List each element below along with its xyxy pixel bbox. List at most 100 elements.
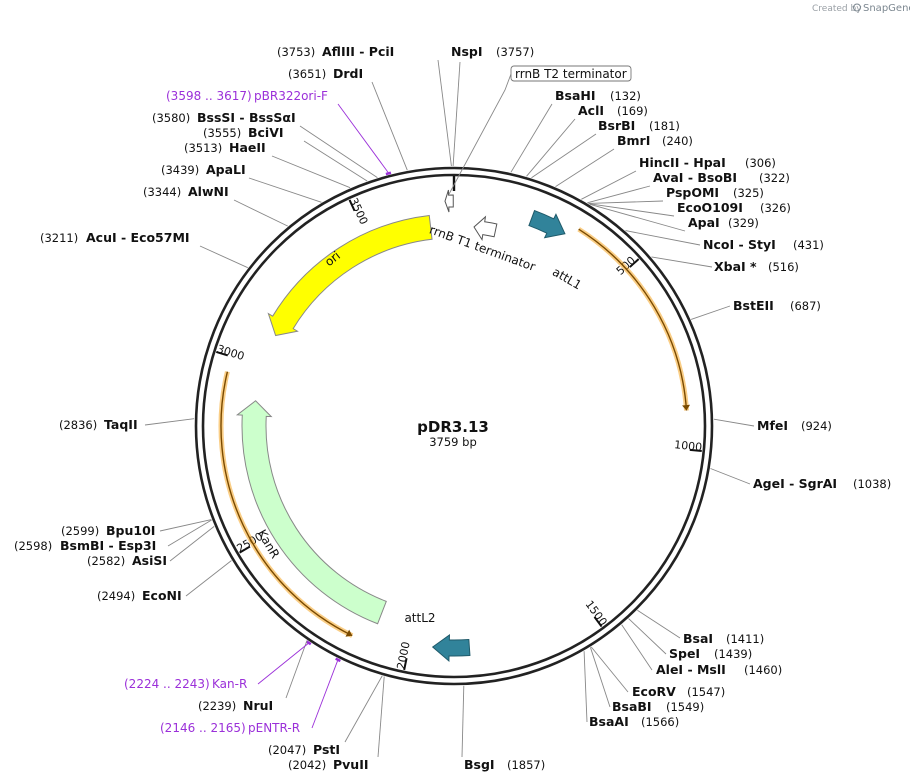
site-position: (1411) [726, 632, 764, 646]
site-label-haeii[interactable]: (3513) HaeII [184, 140, 266, 155]
site-label-bcivi[interactable]: (3555) BciVI [203, 125, 284, 140]
site-leader-line [590, 646, 629, 693]
site-leader-line [285, 640, 308, 699]
feature-arrow-attl1[interactable] [528, 209, 566, 239]
site-leader-line [625, 230, 701, 246]
site-position: (325) [733, 186, 764, 200]
site-label-bsaai[interactable]: BsaAI (1566) [589, 714, 679, 729]
feature-arrow-kanr[interactable] [235, 400, 387, 625]
site-label-alwni[interactable]: (3344) AlwNI [143, 184, 229, 199]
credit-prefix: Created by [812, 4, 862, 14]
site-name: SpeI [669, 646, 700, 661]
site-label-nspi[interactable]: NspI (3757) [451, 44, 534, 59]
site-leader-line [581, 170, 637, 200]
site-leader-line [589, 647, 611, 708]
site-leader-line [510, 103, 553, 173]
tick-label: 3500 [347, 196, 371, 227]
feature-arrow-ori[interactable] [267, 214, 433, 337]
site-label-hincii-hpai[interactable]: HincII - HpaI (306) [639, 155, 776, 170]
site-leader-line [159, 519, 212, 532]
credit-brand: SnapGene [863, 3, 910, 14]
primer-mark[interactable] [335, 657, 341, 663]
site-label-xbai[interactable]: XbaI * (516) [714, 259, 799, 274]
site-label-pvuii[interactable]: (2042) PvuII [288, 757, 369, 772]
feature-arrow-attl2[interactable] [431, 633, 471, 663]
site-position: (3211) [40, 231, 78, 245]
feature-label-attl1: attL1 [550, 265, 584, 293]
site-name: EcoO109I [677, 200, 743, 215]
feature-arrow-rrnb-t2[interactable] [444, 189, 454, 213]
site-position: (1566) [641, 715, 679, 729]
primer-leader-line [311, 660, 339, 729]
site-name: BsaI [683, 631, 713, 646]
site-label-acli[interactable]: AclI (169) [578, 103, 648, 118]
site-label-taqii[interactable]: (2836) TaqII [59, 417, 138, 432]
site-label-ecorv[interactable]: EcoRV (1547) [632, 684, 725, 699]
site-leader-line [588, 203, 675, 217]
orf-arc-glow [577, 227, 689, 411]
primer-label-pbr322ori-f[interactable]: (3598 .. 3617) pBR322ori-F [166, 89, 328, 103]
site-name: HaeII [229, 140, 266, 155]
site-label-acui-eco57mi[interactable]: (3211) AcuI - Eco57MI [40, 230, 190, 245]
site-label-econi[interactable]: (2494) EcoNI [97, 588, 182, 603]
site-name: NspI [451, 44, 483, 59]
site-label-nrui[interactable]: (2239) NruI [198, 698, 273, 713]
primer-label-kan-r[interactable]: (2224 .. 2243) Kan-R [124, 677, 247, 691]
primer-mark[interactable] [305, 640, 312, 646]
site-leader-line [621, 624, 653, 671]
site-position: (2582) [87, 554, 125, 568]
site-label-ecoo109i[interactable]: EcoO109I (326) [677, 200, 791, 215]
site-label-spei[interactable]: SpeI (1439) [669, 646, 752, 661]
site-label-bsai[interactable]: BsaI (1411) [683, 631, 764, 646]
feature-label-attl2: attL2 [404, 611, 435, 625]
site-label-pspomi[interactable]: PspOMI (325) [666, 185, 764, 200]
site-name: NruI [243, 698, 273, 713]
site-label-bsmbi-esp3i[interactable]: (2598) BsmBI - Esp3I [14, 538, 156, 553]
site-label-bsgi[interactable]: BsgI (1857) [464, 757, 545, 772]
site-label-bsteii[interactable]: BstEII (687) [733, 298, 821, 313]
site-position: (169) [617, 104, 648, 118]
site-leader-line [144, 418, 195, 426]
site-position: (132) [610, 89, 641, 103]
site-label-mfei[interactable]: MfeI (924) [757, 418, 832, 433]
primer-label-pentr-r[interactable]: (2146 .. 2165) pENTR-R [160, 721, 300, 735]
tick-mark [689, 448, 702, 453]
site-label-bmri[interactable]: BmrI (240) [617, 133, 693, 148]
site-leader-line [583, 651, 588, 723]
site-position: (326) [760, 201, 791, 215]
site-leader-line [710, 468, 751, 485]
site-label-bsabi[interactable]: BsaBI (1549) [612, 699, 704, 714]
site-leader-line [199, 245, 248, 269]
site-position: (329) [728, 216, 759, 230]
site-position: (306) [745, 156, 776, 170]
site-leader-line [371, 81, 408, 171]
site-name: AflIII - PciI [322, 44, 394, 59]
site-label-alei-msli[interactable]: AleI - MslI (1460) [656, 662, 782, 677]
primer-mark[interactable] [385, 171, 392, 176]
tick-mark [403, 658, 408, 671]
site-label-apai[interactable]: ApaI (329) [688, 215, 759, 230]
site-name: AcuI - Eco57MI [86, 230, 190, 245]
site-label-psti[interactable]: (2047) PstI [268, 742, 340, 757]
site-name: ApaLI [206, 162, 246, 177]
site-leader-line [377, 676, 385, 758]
site-label-drdi[interactable]: (3651) DrdI [288, 66, 363, 81]
feature-arrow-rrnb-t1[interactable] [473, 215, 498, 241]
site-label-bsahi[interactable]: BsaHI (132) [555, 88, 641, 103]
orf-arcs [218, 227, 691, 638]
orf-arrowhead [345, 629, 353, 637]
site-name: AsiSI [132, 553, 167, 568]
site-leader-line [461, 685, 465, 758]
site-label-afliii-pcii[interactable]: (3753) AflIII - PciI [277, 44, 394, 59]
primer-name: Kan-R [212, 677, 247, 691]
site-position: (3344) [143, 185, 181, 199]
site-label-bpu10i[interactable]: (2599) Bpu10I [61, 523, 155, 538]
site-label-bsrbi[interactable]: BsrBI (181) [598, 118, 680, 133]
site-label-bsssi-bsssai[interactable]: (3580) BssSI - BssSαI [152, 110, 296, 125]
site-label-agei-sgrai[interactable]: AgeI - SgrAI (1038) [753, 476, 891, 491]
site-label-apali[interactable]: (3439) ApaLI [161, 162, 246, 177]
site-label-asisi[interactable]: (2582) AsiSI [87, 553, 167, 568]
site-label-avai-bsobi[interactable]: AvaI - BsoBI (322) [653, 170, 790, 185]
site-name: ApaI [688, 215, 720, 230]
site-label-ncoi-styi[interactable]: NcoI - StyI (431) [703, 237, 824, 252]
